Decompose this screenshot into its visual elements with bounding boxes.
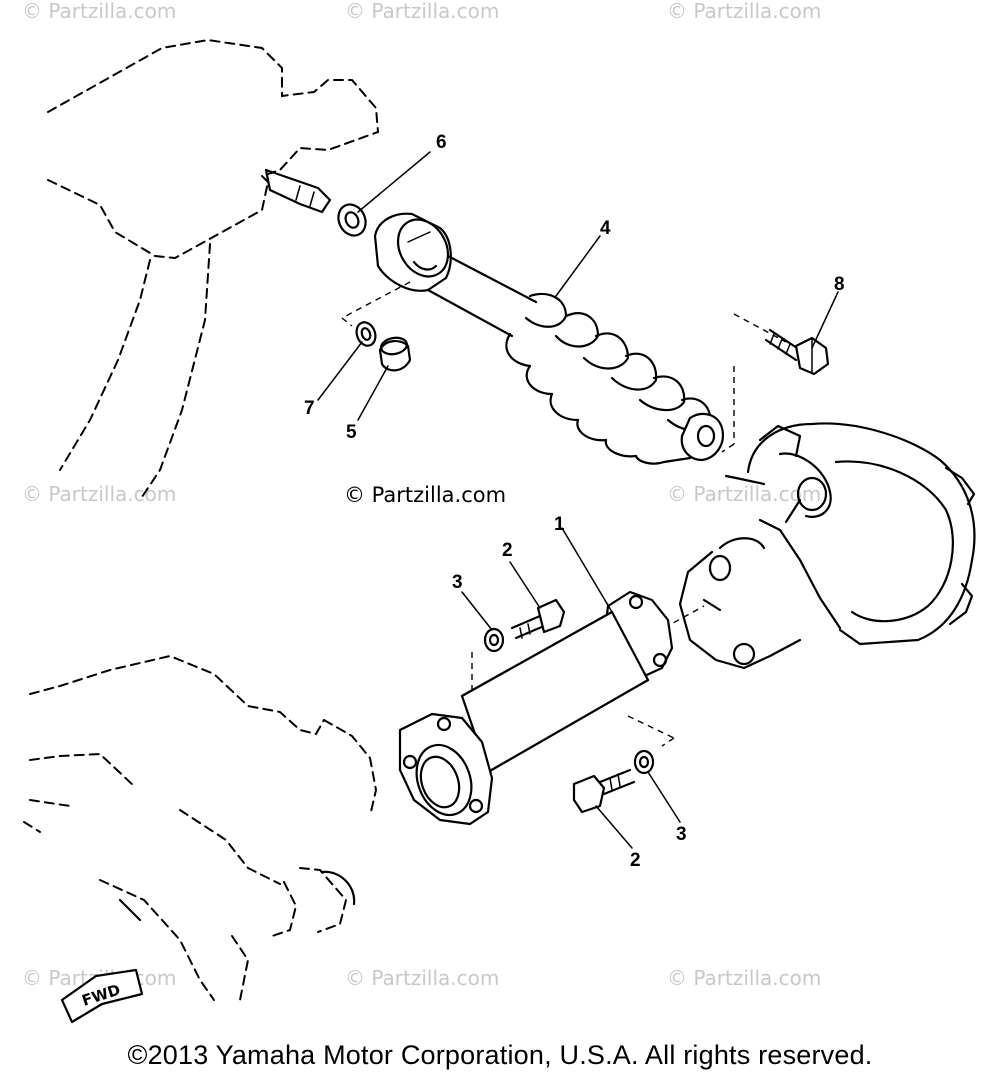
callout-leaders [317,151,839,849]
watermark-text: © Partzilla.com [667,966,821,990]
callout-4: 4 [600,218,611,239]
part-2-lower-bolt [572,768,636,814]
part-7-washer [355,321,377,347]
watermark-text: © Partzilla.com [667,0,821,23]
watermark-text: © Partzilla.com [22,482,176,506]
callout-6: 6 [436,132,447,153]
watermark-text: © Partzilla.com [345,966,499,990]
part-2-upper-bolt [510,598,566,640]
part-3-upper-washer [483,627,505,653]
part-6-washer [337,203,367,237]
callout-5: 5 [346,422,357,443]
watermark-text: © Partzilla.com [667,482,821,506]
engine-crankcase-outline [23,654,378,1001]
callout-3-lower: 3 [676,824,687,845]
frame-chassis-outline [47,38,380,501]
part-4-shock-absorber [373,212,724,465]
callout-2-lower: 2 [630,850,641,871]
callout-2-upper: 2 [502,540,513,561]
shock-alignment-lines [341,281,787,453]
center-watermark: © Partzilla.com [344,483,506,507]
watermark-text: © Partzilla.com [345,0,499,23]
copyright-notice: ©2013 Yamaha Motor Corporation, U.S.A. A… [127,1040,873,1070]
part-8-bolt [764,328,830,376]
part-5-bushing [378,336,412,372]
final-drive-housing [663,422,976,670]
part-3-lower-washer [633,749,655,775]
callout-numbers: 6 4 8 7 5 1 2 3 2 3 [304,132,845,871]
watermark-text: © Partzilla.com [22,0,176,23]
part-1-shaft-tube [398,590,675,826]
callout-3-upper: 3 [452,572,463,593]
callout-7: 7 [304,398,315,419]
callout-1: 1 [554,514,565,535]
callout-8: 8 [834,274,845,295]
